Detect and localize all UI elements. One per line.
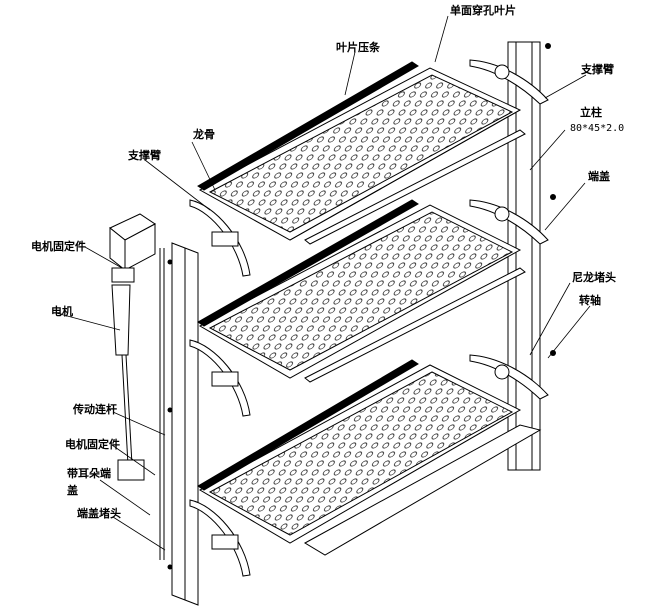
label-support-arm-left: 支撑臂 <box>128 149 161 162</box>
label-support-arm-right: 支撑臂 <box>581 63 614 76</box>
blade-middle <box>197 199 526 383</box>
support-arms-right <box>469 59 549 400</box>
motor-box <box>109 213 156 283</box>
label-keel: 龙骨 <box>193 128 215 141</box>
label-end-cap-right: 端盖 <box>588 170 610 183</box>
support-arms-left <box>189 199 251 577</box>
label-column: 立柱 <box>580 106 602 119</box>
leader-lines <box>55 15 591 551</box>
label-nylon-plug: 尼龙堵头 <box>572 271 616 284</box>
label-motor-mount-top: 电机固定件 <box>31 240 86 253</box>
label-shaft: 转轴 <box>579 294 601 307</box>
label-drive-rod: 传动连杆 <box>73 403 117 416</box>
label-perforated-blade: 单面穿孔叶片 <box>450 4 516 17</box>
label-end-cap-plug: 端盖堵头 <box>77 507 121 520</box>
blade-bottom <box>197 359 542 556</box>
label-column-spec: 80*45*2.0 <box>570 123 625 134</box>
label-ear-end-cap-line2: 盖 <box>67 484 78 497</box>
fasteners <box>167 43 556 570</box>
blade-top <box>197 61 526 245</box>
label-motor: 电机 <box>51 305 73 318</box>
left-column <box>171 242 199 606</box>
label-motor-mount-bottom: 电机固定件 <box>65 438 120 451</box>
motor-actuator <box>111 248 165 560</box>
label-ear-end-cap-line1: 带耳朵端 <box>67 467 111 480</box>
label-blade-strip: 叶片压条 <box>336 41 380 54</box>
